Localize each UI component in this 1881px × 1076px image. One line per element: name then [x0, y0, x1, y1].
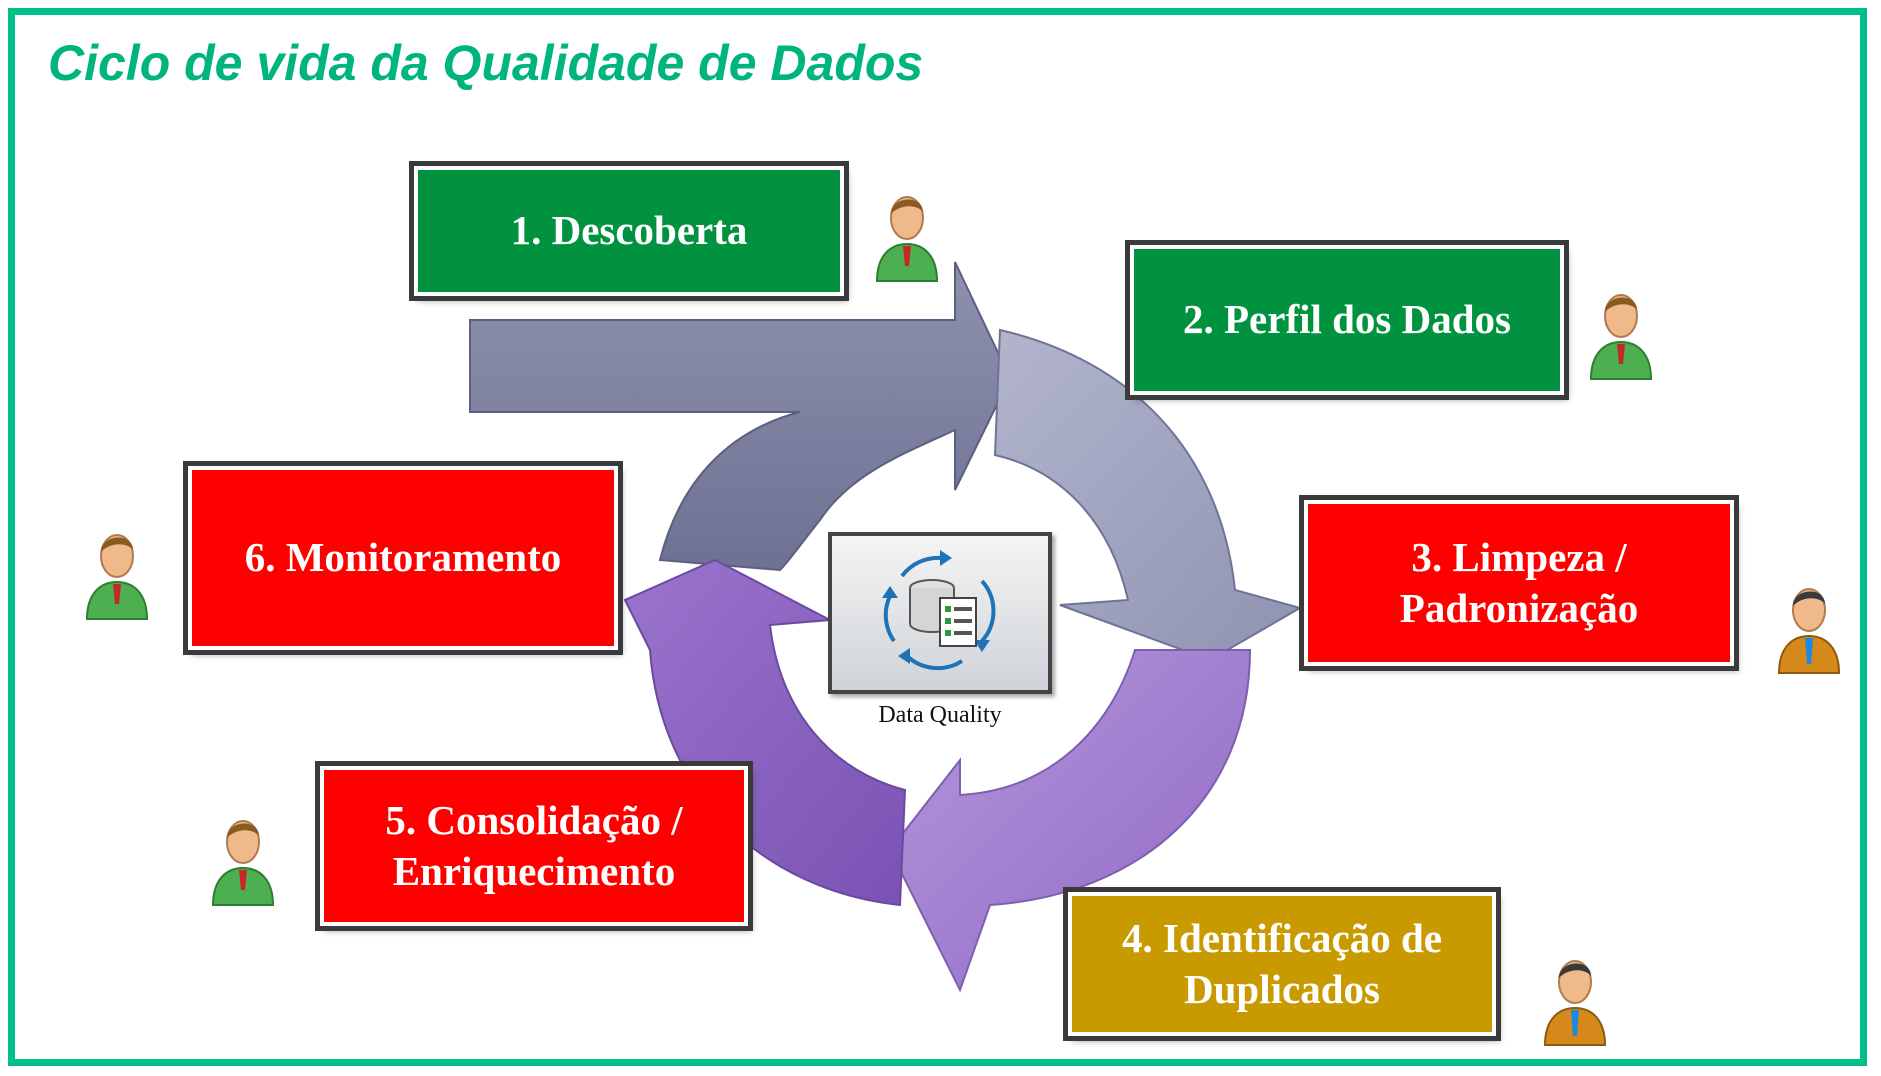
cycle-arrow-bottom	[888, 649, 1252, 993]
person-orange-icon	[1777, 588, 1841, 674]
data-quality-box	[828, 532, 1052, 694]
person-green-icon	[875, 196, 939, 282]
cycle-arrow-top	[469, 261, 1012, 572]
database-checklist-cycle-icon	[882, 550, 996, 671]
page-title: Ciclo de vida da Qualidade de Dados	[48, 35, 924, 91]
step-5-label-line2: Enriquecimento	[392, 848, 676, 894]
step-6-label: 6. Monitoramento	[244, 534, 562, 581]
step-6-box: 6. Monitoramento	[183, 461, 623, 655]
step-1-label: 1. Descoberta	[510, 207, 748, 254]
step-4-label-line1: 4. Identificação de	[1122, 914, 1442, 961]
step-1-box: 1. Descoberta	[409, 161, 849, 301]
step-3-label-line1: 3. Limpeza /	[1411, 533, 1627, 580]
cycle-arrow-right	[993, 328, 1303, 662]
step-3-label-line2: Padronização	[1399, 585, 1639, 631]
person-green-icon	[85, 534, 149, 620]
person-orange-icon	[1543, 960, 1607, 1046]
cycle-arrow-left	[623, 558, 907, 907]
data-quality-label: Data Quality	[878, 702, 1002, 728]
person-green-icon	[1589, 294, 1653, 380]
step-5-label-line1: 5. Consolidação /	[385, 796, 683, 843]
step-4-box: 4. Identificação de Duplicados	[1063, 887, 1501, 1041]
step-2-label: 2. Perfil dos Dados	[1183, 296, 1511, 343]
step-3-box: 3. Limpeza / Padronização	[1299, 495, 1739, 671]
person-green-icon	[211, 820, 275, 906]
step-5-box: 5. Consolidação / Enriquecimento	[315, 761, 753, 931]
step-4-label-line2: Duplicados	[1184, 966, 1380, 1012]
step-2-box: 2. Perfil dos Dados	[1125, 240, 1569, 400]
